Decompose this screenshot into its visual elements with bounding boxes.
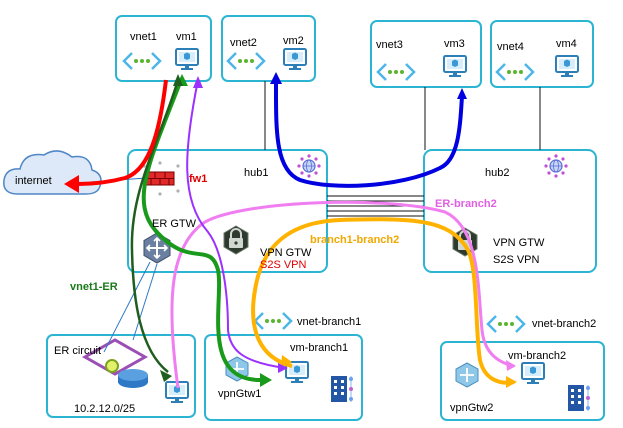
er-branch2-label: ER-branch2 — [435, 198, 497, 210]
branch1-branch2-arrowhead-end — [506, 376, 517, 388]
purple-path — [186, 79, 286, 369]
hub2-label: hub2 — [485, 167, 509, 179]
vpngtw1-label: vpnGtw1 — [218, 388, 261, 400]
vnet2-label: vnet2 — [230, 37, 257, 49]
vnet-branch1-path — [141, 79, 261, 382]
hub1-s2s-vpn-label: S2S VPN — [260, 259, 307, 271]
internet-label: internet — [15, 175, 52, 187]
branch1-branch2-arrowhead-start — [281, 355, 292, 368]
vnet1-er-label: vnet1-ER — [70, 281, 118, 293]
vnet1-er-arrowhead-top — [173, 74, 183, 86]
vm2-vm3-arrowhead-bottom — [457, 88, 467, 99]
cloud-icon — [3, 150, 102, 195]
hub1-label: hub1 — [244, 167, 268, 179]
vm-branch2-label: vm-branch2 — [508, 350, 566, 362]
vm-branch1-label: vm-branch1 — [290, 342, 348, 354]
vnet-branch1-arrowhead-bottom — [260, 373, 272, 387]
vnet-branch2-vnet-icon — [486, 314, 526, 334]
vnet4-label: vnet4 — [497, 41, 524, 53]
branch1-branch2-label: branch1-branch2 — [310, 234, 399, 246]
vnet3-box — [370, 20, 482, 88]
vnet4-box — [490, 20, 594, 88]
vm1-label: vm1 — [176, 31, 197, 43]
er-branch2-path — [170, 200, 515, 389]
vnet1-label: vnet1 — [130, 31, 157, 43]
internet-path — [77, 79, 168, 186]
internet-arrowhead — [64, 175, 79, 193]
hub1-vpn-gtw-label: VPN GTW — [260, 247, 312, 259]
router-icon — [81, 338, 149, 388]
firewall-icon — [142, 161, 180, 196]
vm3-label: vm3 — [444, 38, 465, 50]
vnet1-er-path — [130, 79, 180, 373]
branch1-building-icon — [330, 375, 354, 403]
vnet-branch1-vnet-icon — [253, 311, 293, 331]
vnet-branch2-label: vnet-branch2 — [532, 318, 596, 330]
fw1-label: fw1 — [189, 173, 207, 185]
vm2-label: vm2 — [283, 35, 304, 47]
vnet1-er-arrowhead-bottom — [160, 370, 172, 382]
hub2-vpn-gtw-label: VPN GTW — [493, 237, 545, 249]
vnet-branch1-label: vnet-branch1 — [297, 316, 361, 328]
er-gtw-label: ER GTW — [152, 218, 197, 230]
er-circuit-label: ER circuit — [54, 345, 101, 357]
branch1-branch2-path — [251, 217, 515, 385]
vm2-vm3-path — [273, 81, 464, 188]
vm2-vm3-arrowhead-top — [270, 72, 282, 84]
er-branch2-arrowhead — [506, 360, 516, 371]
purple-arrowhead-bottom — [278, 363, 288, 373]
vpngtw2-label: vpnGtw2 — [450, 402, 493, 414]
peering-lines — [264, 81, 541, 217]
branch2-building-icon — [567, 384, 591, 412]
vnet3-label: vnet3 — [376, 39, 403, 51]
purple-arrowhead-top — [193, 76, 203, 88]
er-subnet-label: 10.2.12.0/25 — [74, 403, 135, 415]
vm4-label: vm4 — [556, 38, 577, 50]
hub2-s2s-vpn-label: S2S VPN — [493, 254, 540, 266]
